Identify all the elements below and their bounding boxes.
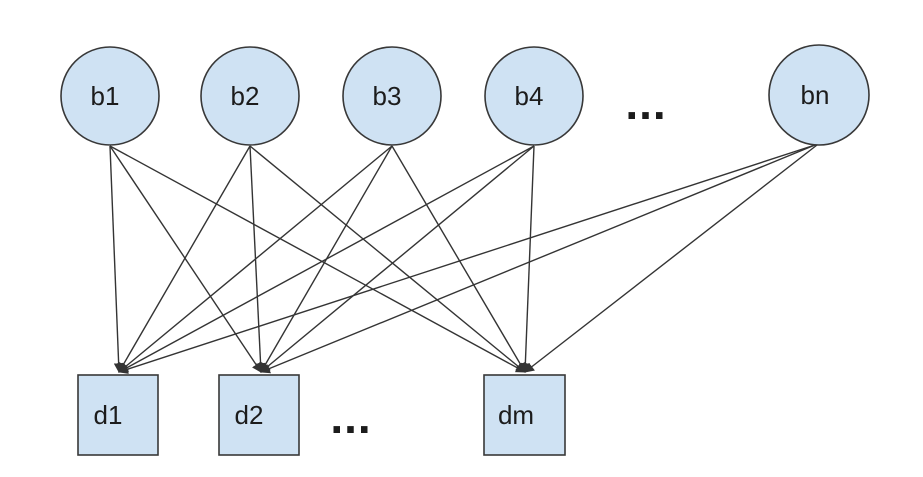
edge-b2-dm xyxy=(249,145,526,373)
node-b1-label: b1 xyxy=(91,81,120,111)
bottom-ellipsis: ... xyxy=(330,391,371,443)
node-b3-label: b3 xyxy=(373,81,402,111)
top-ellipsis: ... xyxy=(625,77,666,129)
node-dm-label: dm xyxy=(498,400,534,430)
node-b2-label: b2 xyxy=(231,81,260,111)
edges-group xyxy=(109,144,818,374)
node-bn-label: bn xyxy=(801,80,830,110)
top-nodes-group xyxy=(60,44,870,146)
edge-b2-d1 xyxy=(118,145,251,373)
node-b2 xyxy=(200,46,300,146)
edge-b4-d1 xyxy=(118,145,535,373)
node-b4 xyxy=(484,46,584,146)
edge-bn-d2 xyxy=(260,144,816,374)
edge-bn-dm xyxy=(524,144,818,373)
node-d1 xyxy=(77,374,159,456)
node-d1-label: d1 xyxy=(94,400,123,430)
labels-group: b1 b2 b3 b4 bn d1 d2 dm ... ... xyxy=(91,77,830,443)
node-b4-label: b4 xyxy=(515,81,544,111)
node-bn xyxy=(768,44,870,146)
node-d2-label: d2 xyxy=(235,400,264,430)
node-b1 xyxy=(60,46,160,146)
node-dm xyxy=(483,374,566,456)
edge-b1-d1 xyxy=(109,145,124,373)
edge-b1-dm xyxy=(109,145,526,373)
edge-b3-dm xyxy=(391,145,526,373)
edge-b3-d1 xyxy=(118,145,393,373)
node-d2 xyxy=(218,374,300,456)
node-b3 xyxy=(342,46,442,146)
edge-b1-d2 xyxy=(109,145,262,373)
bottom-nodes-group xyxy=(77,374,566,456)
edge-bn-d1 xyxy=(118,144,816,374)
edge-b4-dm xyxy=(520,145,535,373)
edge-b4-d2 xyxy=(260,145,535,373)
